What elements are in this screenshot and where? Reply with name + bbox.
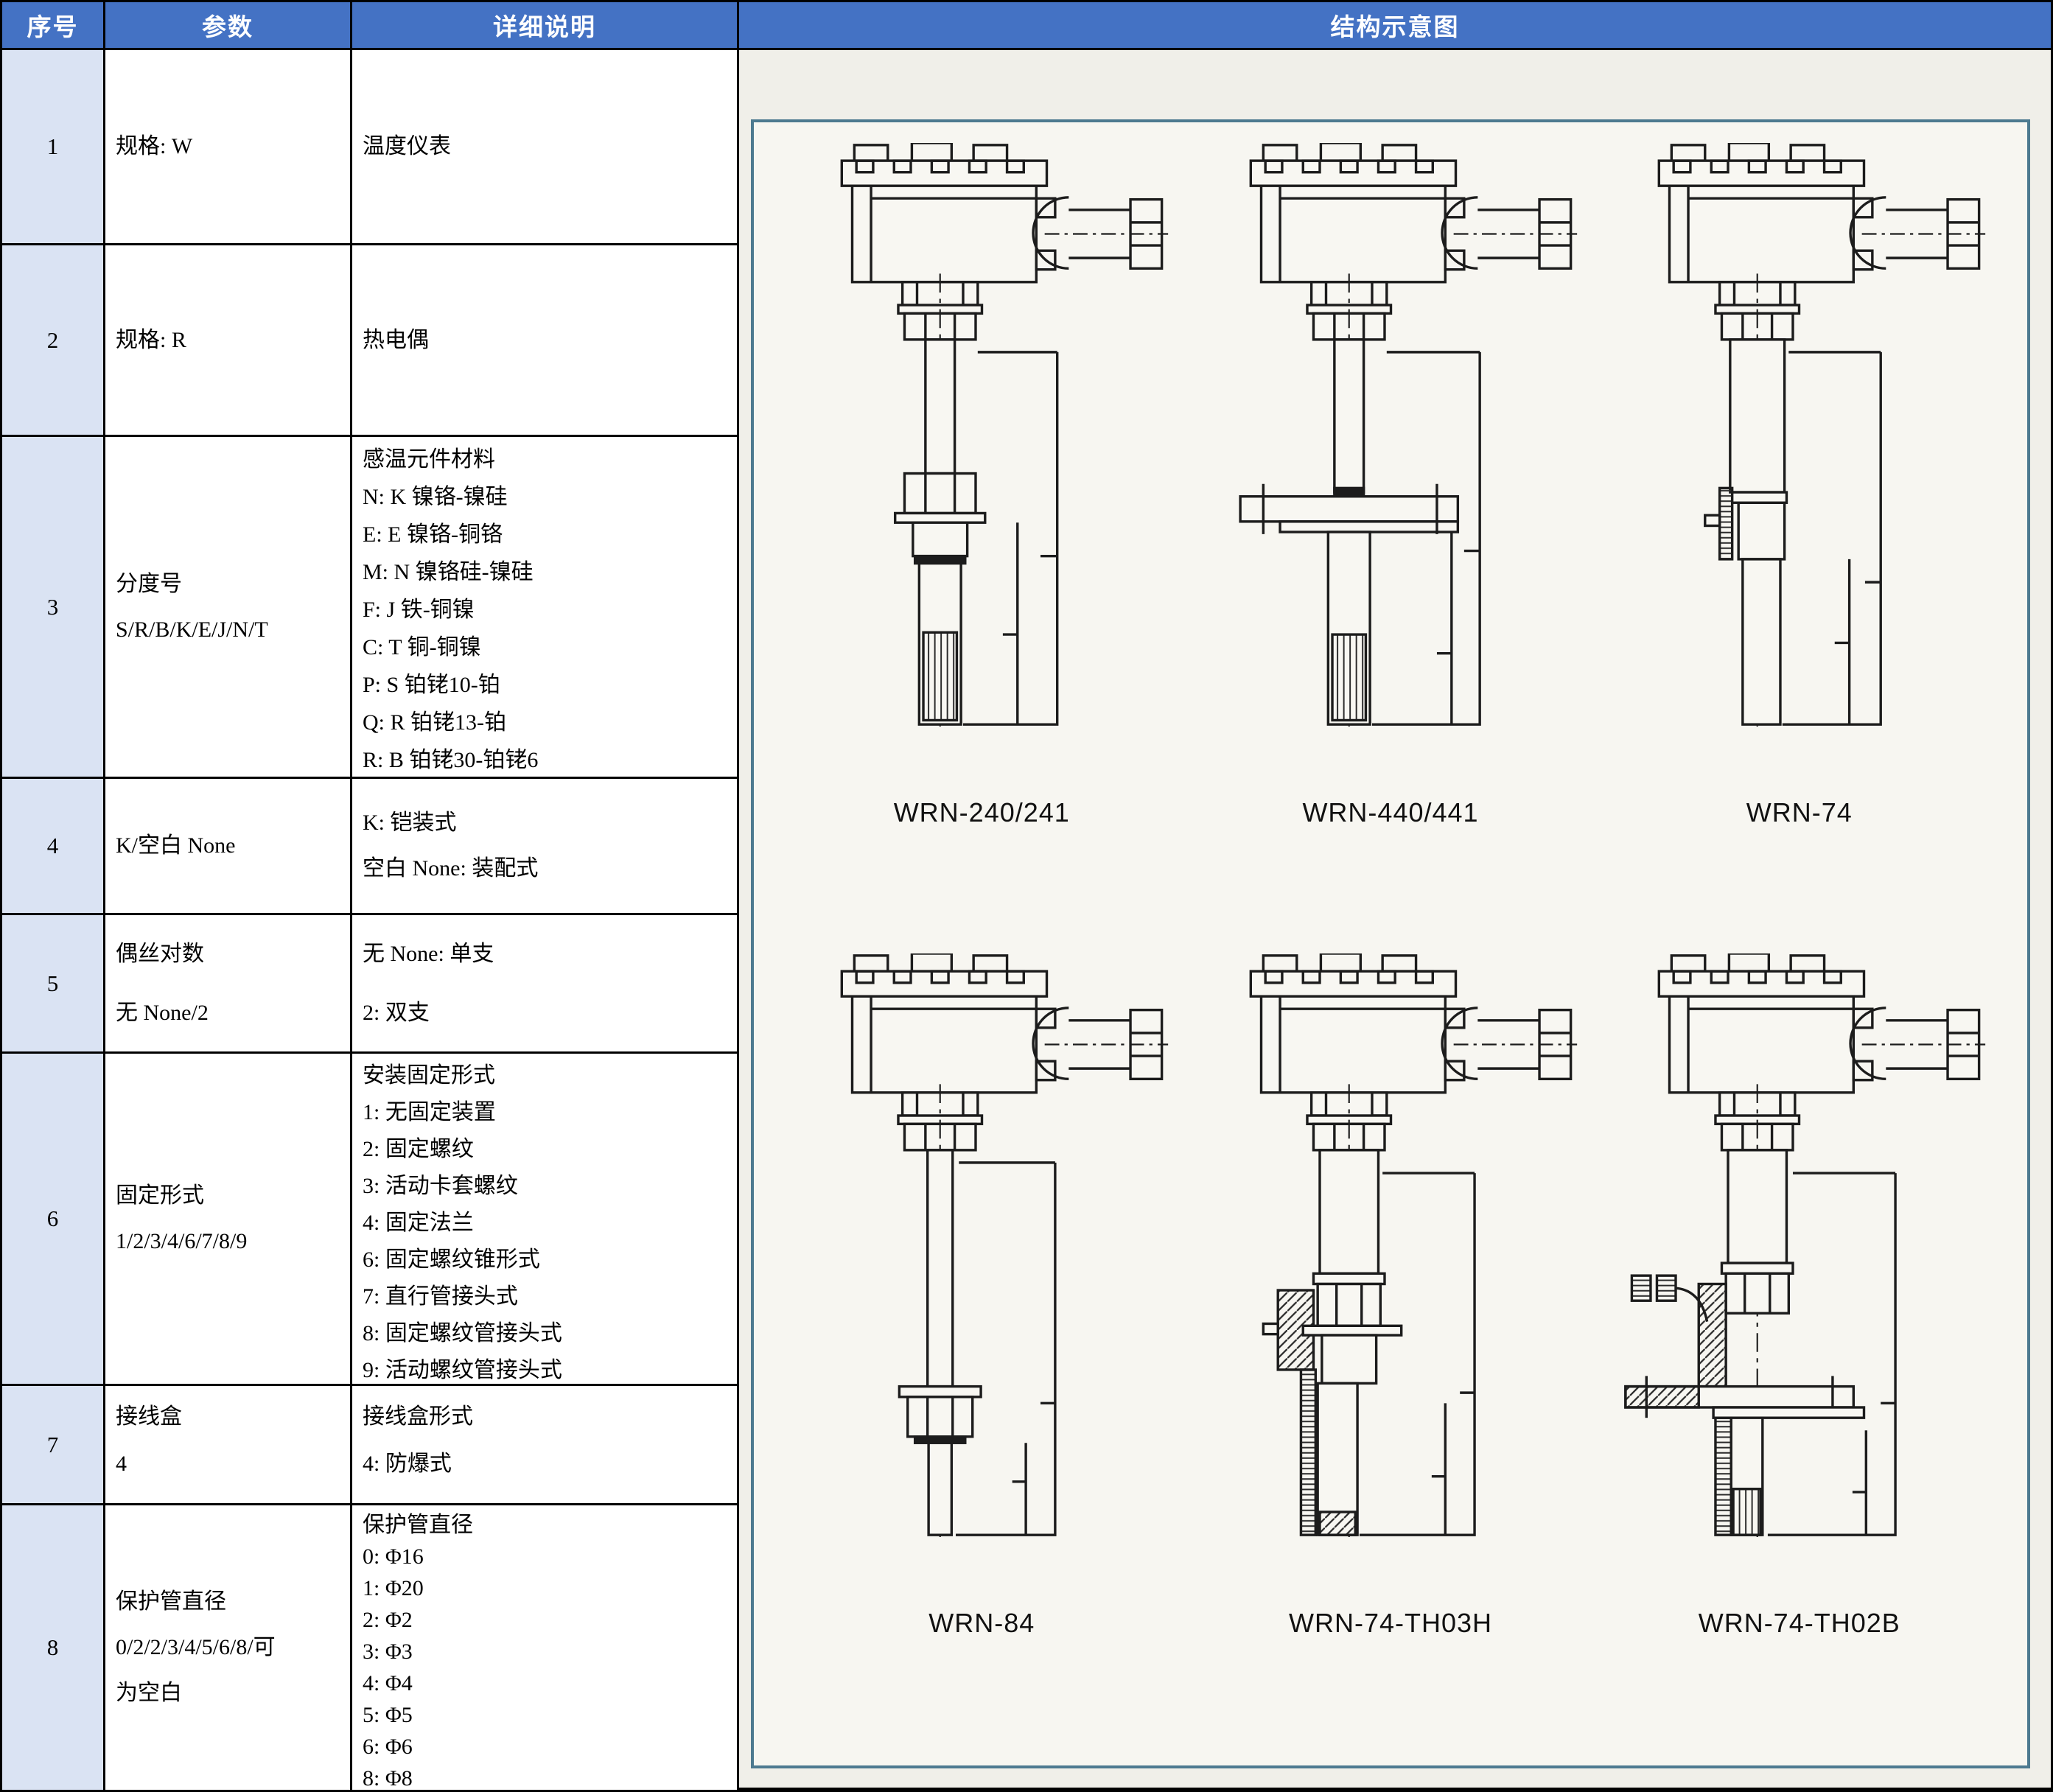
desc-line: C: T 铜-铜镍 [363,635,481,659]
col-header-desc: 详细说明 [352,2,739,50]
param-line: 无 None/2 [116,1000,209,1025]
param-line: 保护管直径 [116,1589,226,1614]
desc-line: K: 铠装式 [363,811,457,835]
desc-line: 2: 双支 [363,1000,430,1025]
structure-diagram-panel: WRN-240/241 [739,50,2051,1790]
desc-line: 安装固定形式 [363,1063,495,1088]
desc-line: P: S 铂铑10-铂 [363,673,500,697]
thermocouple-drawing-wrn-440-441 [1238,143,1578,727]
thermocouple-drawing-wrn-240-241 [840,143,1169,727]
desc-line: 6: 固定螺纹锥形式 [363,1247,540,1272]
param-line: 接线盒 [116,1404,182,1429]
param-cell: 规格: R [105,245,352,437]
desc-line: 6: Φ6 [363,1735,413,1759]
figure-label: WRN-74-TH03H [1288,1608,1493,1638]
diagram-row-top: WRN-240/241 [761,137,2020,948]
desc-line: 9: 活动螺纹管接头式 [363,1358,562,1382]
col-header-diagram: 结构示意图 [739,2,2051,50]
param-line: 固定形式 [116,1183,204,1208]
row-no: 8 [2,1505,105,1790]
desc-line: R: B 铂铑30-铂铑6 [363,748,539,772]
desc-line: E: E 镍铬-铜铬 [363,522,503,547]
figure-wrn-74-th02b: WRN-74-TH02B [1611,953,1987,1639]
param-line: 分度号 [116,571,182,596]
col-header-param: 参数 [105,2,352,50]
desc-line: 4: 防爆式 [363,1452,452,1476]
desc-line: M: N 镍铬硅-镍硅 [363,560,534,584]
desc-line: 2: 固定螺纹 [363,1137,474,1161]
param-line: 规格: W [116,134,193,158]
param-line: 1/2/3/4/6/7/8/9 [116,1229,248,1253]
desc-line: 保护管直径 [363,1513,473,1537]
figure-wrn-240-241: WRN-240/241 [794,143,1170,828]
desc-line: 3: Φ3 [363,1639,413,1664]
param-cell: 保护管直径 0/2/2/3/4/5/6/8/可 为空白 [105,1505,352,1790]
row-no: 4 [2,779,105,915]
desc-line: N: K 镍铬-镍硅 [363,485,508,509]
figure-wrn-440-441: WRN-440/441 [1203,143,1579,828]
figure-label: WRN-74 [1746,797,1853,827]
param-line: 偶丝对数 [116,941,204,966]
desc-cell: K: 铠装式 空白 None: 装配式 [352,779,739,915]
param-cell: 接线盒 4 [105,1386,352,1505]
param-cell: 规格: W [105,50,352,245]
param-cell: 偶丝对数 无 None/2 [105,915,352,1054]
desc-line: 7: 直行管接头式 [363,1284,518,1309]
figure-wrn-74-th03h: WRN-74-TH03H [1203,953,1579,1639]
param-line: 为空白 [116,1681,182,1705]
desc-cell: 温度仪表 [352,50,739,245]
desc-line: 2: Φ2 [363,1608,413,1632]
param-cell: 固定形式 1/2/3/4/6/7/8/9 [105,1054,352,1386]
figure-label: WRN-74-TH02B [1698,1608,1900,1638]
diagram-frame: WRN-240/241 [751,119,2030,1768]
row-no: 1 [2,50,105,245]
desc-line: 4: Φ4 [363,1671,413,1695]
thermocouple-drawing-wrn-74-th02b [1624,953,1987,1537]
desc-cell: 保护管直径 0: Φ16 1: Φ20 2: Φ2 3: Φ3 4: Φ4 5:… [352,1505,739,1790]
row-no: 7 [2,1386,105,1505]
desc-line: Q: R 铂铑13-铂 [363,710,506,735]
desc-cell: 安装固定形式 1: 无固定装置 2: 固定螺纹 3: 活动卡套螺纹 4: 固定法… [352,1054,739,1386]
diagram-row-bottom: WRN-84 [761,948,2020,1758]
desc-line: 5: Φ5 [363,1703,413,1727]
desc-line: 4: 固定法兰 [363,1211,474,1235]
desc-cell: 无 None: 单支 2: 双支 [352,915,739,1054]
param-line: K/空白 None [116,833,236,858]
figure-label: WRN-84 [928,1608,1035,1638]
desc-line: 接线盒形式 [363,1404,473,1429]
desc-cell: 接线盒形式 4: 防爆式 [352,1386,739,1505]
row-no: 5 [2,915,105,1054]
figure-label: WRN-440/441 [1302,797,1479,827]
col-header-no: 序号 [2,2,105,50]
desc-line: 感温元件材料 [363,447,495,472]
desc-line: 温度仪表 [363,134,451,158]
desc-line: 0: Φ16 [363,1544,424,1569]
row-no: 2 [2,245,105,437]
desc-line: 空白 None: 装配式 [363,856,539,881]
desc-line: F: J 铁-铜镍 [363,598,475,622]
figure-label: WRN-240/241 [893,797,1070,827]
desc-line: 8: 固定螺纹管接头式 [363,1321,562,1345]
thermocouple-drawing-wrn-74 [1657,143,1987,727]
row-no: 6 [2,1054,105,1386]
desc-line: 热电偶 [363,327,429,352]
figure-wrn-84: WRN-84 [794,953,1170,1639]
thermocouple-drawing-wrn-84 [840,953,1169,1537]
desc-cell: 热电偶 [352,245,739,437]
desc-line: 1: Φ20 [363,1576,424,1600]
param-line: 规格: R [116,327,186,352]
param-line: S/R/B/K/E/J/N/T [116,617,268,642]
param-cell: 分度号 S/R/B/K/E/J/N/T [105,437,352,779]
desc-cell: 感温元件材料 N: K 镍铬-镍硅 E: E 镍铬-铜铬 M: N 镍铬硅-镍硅… [352,437,739,779]
desc-line: 无 None: 单支 [363,941,494,966]
param-cell: K/空白 None [105,779,352,915]
param-line: 4 [116,1452,127,1476]
figure-wrn-74: WRN-74 [1611,143,1987,828]
desc-line: 3: 活动卡套螺纹 [363,1174,518,1198]
thermocouple-drawing-wrn-74-th03h [1249,953,1578,1537]
param-line: 0/2/2/3/4/5/6/8/可 [116,1635,276,1659]
desc-line: 1: 无固定装置 [363,1100,496,1124]
row-no: 3 [2,437,105,779]
desc-line: 8: Φ8 [363,1766,413,1790]
